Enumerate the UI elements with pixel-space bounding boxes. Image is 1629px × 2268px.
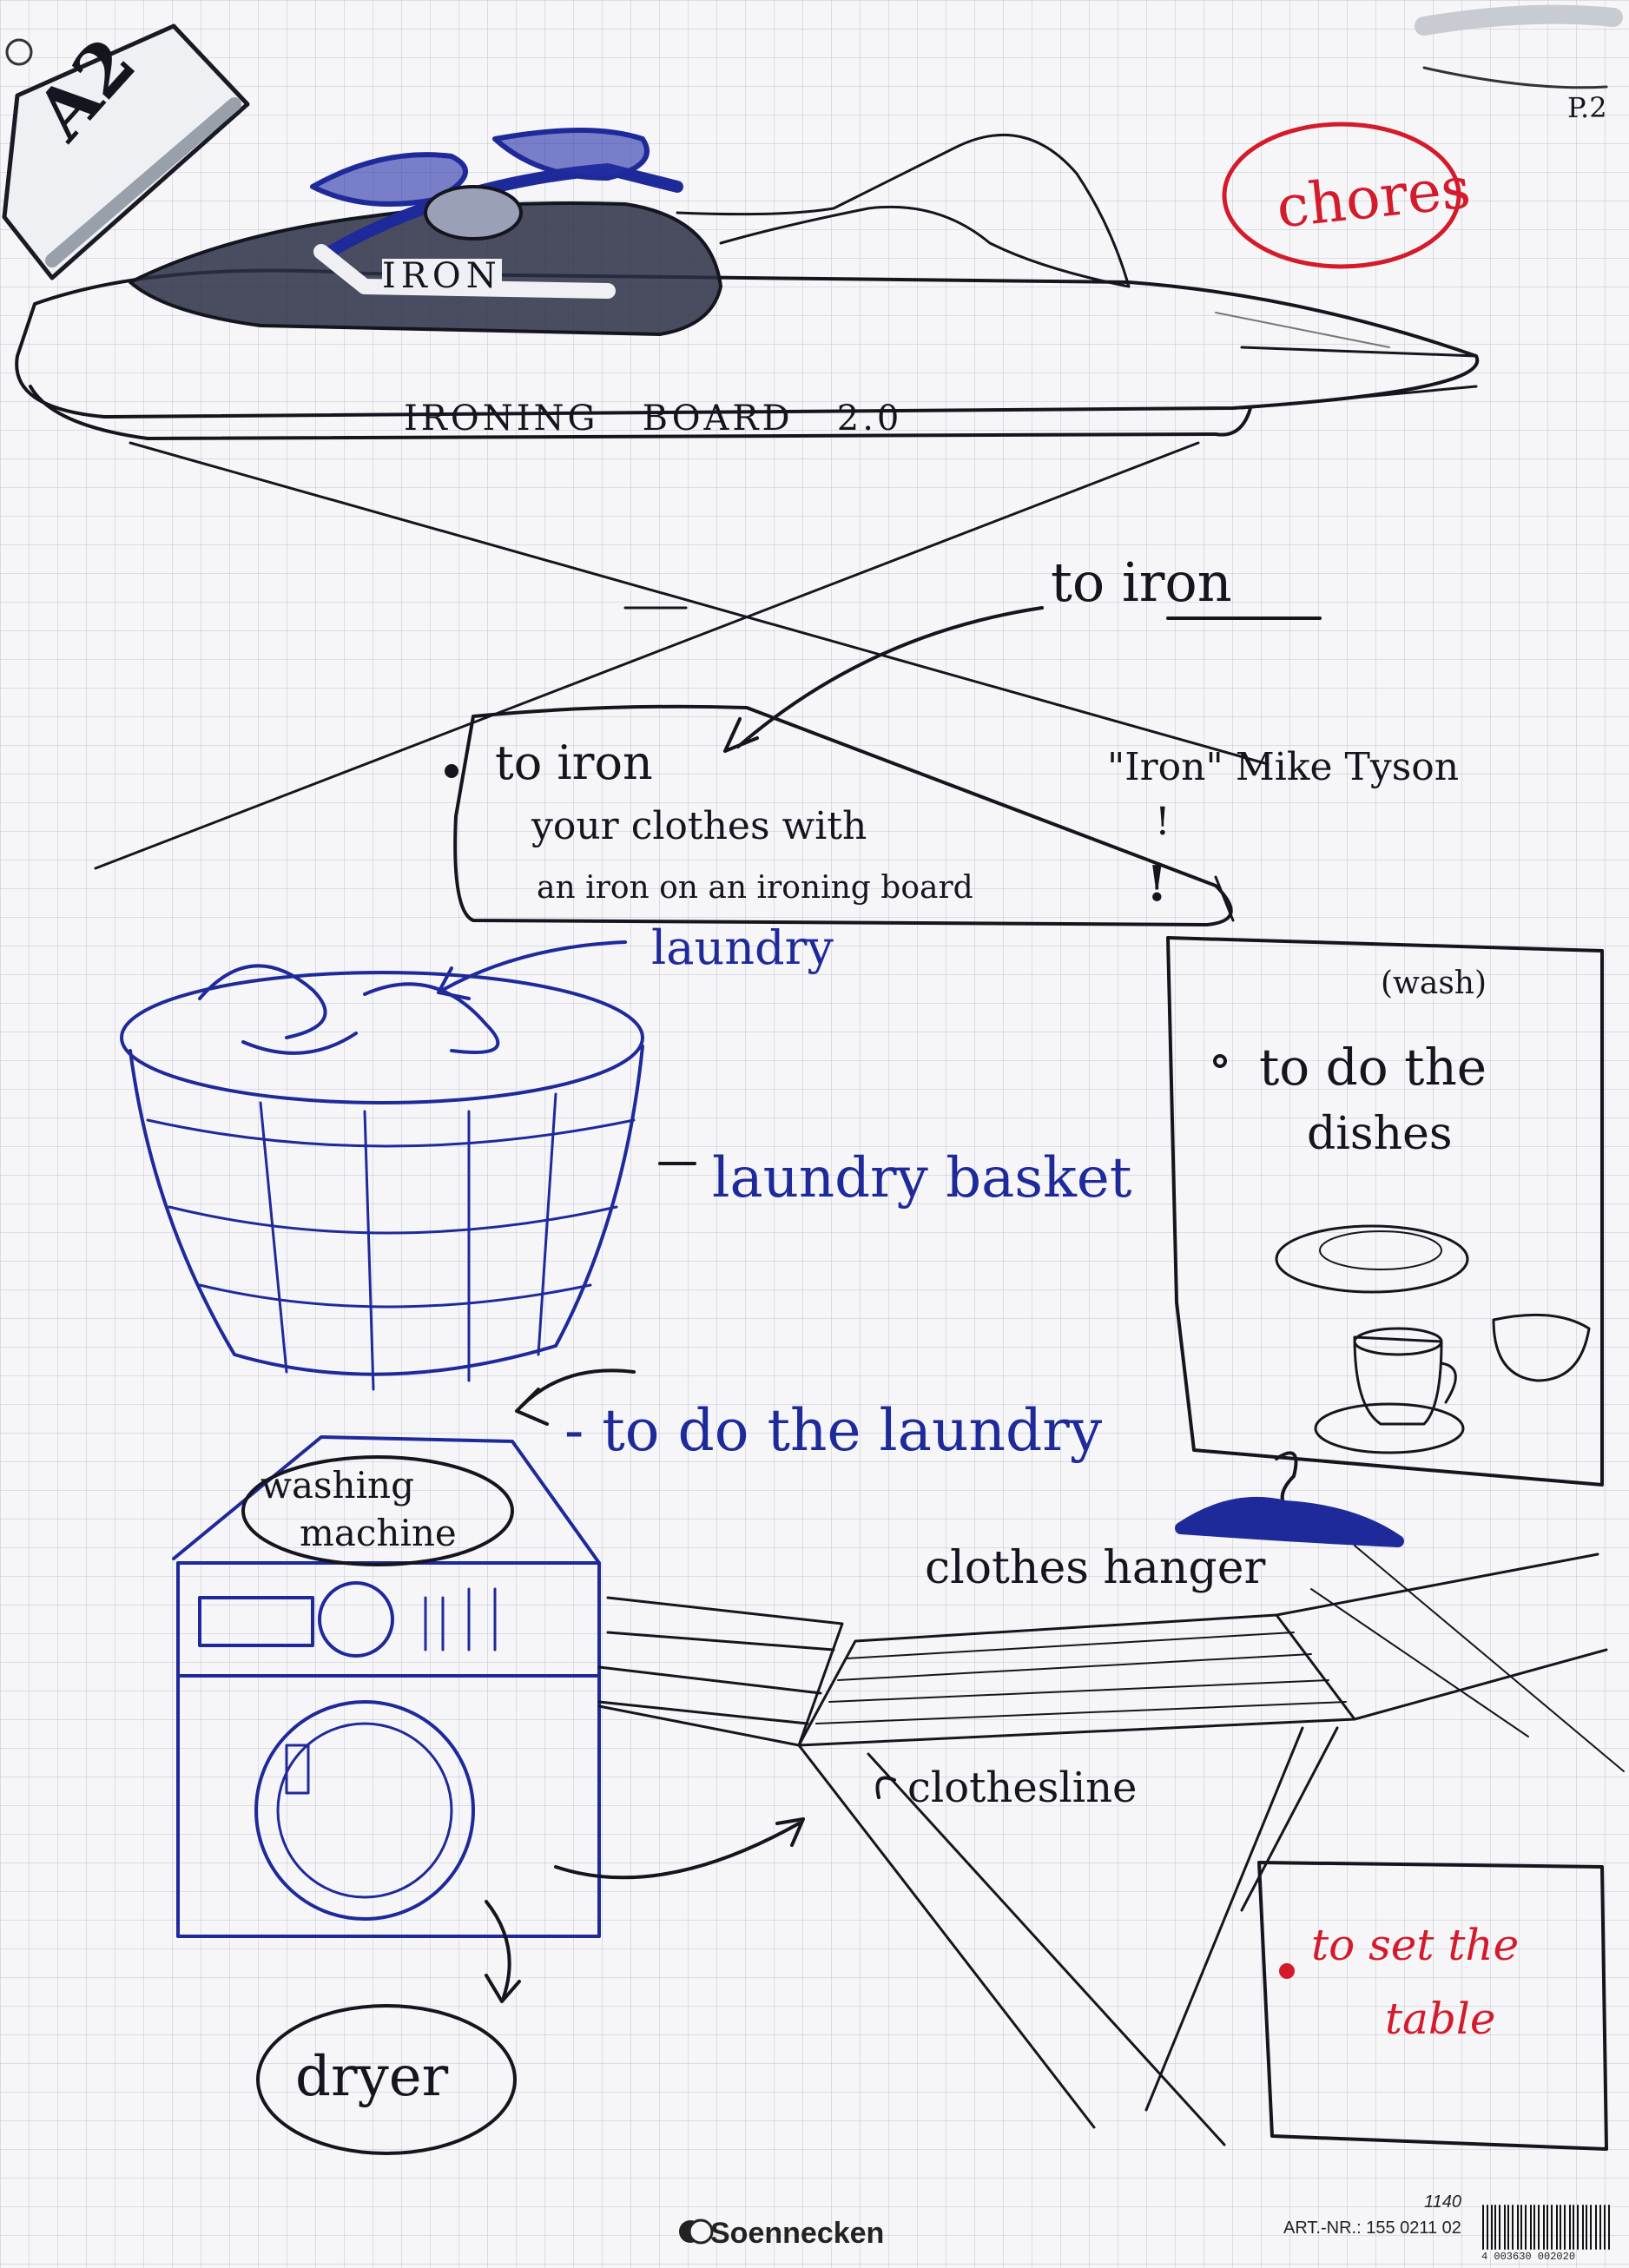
verb-heading-to-iron: to iron xyxy=(1051,551,1232,614)
dryer-circle xyxy=(256,2004,517,2155)
laundry-basket-sketch xyxy=(120,964,644,1391)
washing-machine-sketch xyxy=(172,1435,601,1938)
clothes-hanger-sketch xyxy=(1175,1451,1404,1547)
iron-label: IRON xyxy=(382,256,502,296)
page-number-redaction xyxy=(1415,4,1623,36)
product-number: 1140 xyxy=(1424,2192,1462,2212)
dryer-label: dryer xyxy=(295,2045,449,2109)
definition-line-2: an iron on an ironing board xyxy=(537,870,973,906)
laundry-label: laundry xyxy=(651,920,834,975)
arrow-to-definition xyxy=(736,606,1044,748)
barcode xyxy=(1482,2205,1610,2250)
iron-sketch xyxy=(129,128,1131,336)
definition-exclamation: ! xyxy=(1146,855,1168,913)
dishes-line-2: dishes xyxy=(1307,1108,1453,1160)
dishes-box xyxy=(1166,936,1604,1487)
brand-name: Soennecken xyxy=(710,2217,885,2250)
barcode-digits: 4 003630 002020 xyxy=(1481,2251,1576,2263)
clothesline-label: clothesline xyxy=(907,1764,1138,1812)
dishes-wash-note: (wash) xyxy=(1381,966,1487,1001)
washing-machine-label-2: machine xyxy=(300,1512,457,1554)
clothes-hanger-label: clothes hanger xyxy=(925,1542,1266,1594)
quote-exclamation: ! xyxy=(1155,800,1171,844)
arrow-to-dryer xyxy=(485,1900,511,1999)
page-number: P.2 xyxy=(1567,91,1607,124)
set-table-line-1: to set the xyxy=(1311,1920,1520,1970)
dishes-line-1: to do the xyxy=(1259,1038,1487,1097)
ironing-board-sketch xyxy=(15,268,1480,922)
do-the-laundry-label: - to do the laundry xyxy=(564,1397,1103,1464)
arrow-to-laundry xyxy=(441,940,627,992)
machine-label-circle xyxy=(241,1455,514,1566)
laundry-basket-label: laundry basket xyxy=(712,1146,1132,1210)
definition-line-1: your clothes with xyxy=(531,804,867,848)
washing-machine-label-1: washing xyxy=(261,1464,414,1507)
section-tag-sketch xyxy=(2,23,250,280)
clothesline-sketch xyxy=(597,1545,1625,2146)
set-table-line-2: table xyxy=(1385,1994,1496,2044)
set-table-box xyxy=(1257,1861,1608,2151)
title-circle xyxy=(1222,122,1461,269)
ironing-board-label: IRONING BOARD 2.0 xyxy=(404,399,903,438)
definition-verb: to iron xyxy=(495,735,653,790)
arrow-to-clothesline xyxy=(554,1822,801,1880)
definition-box-iron xyxy=(445,704,1233,926)
mike-tyson-quote: "Iron" Mike Tyson xyxy=(1107,745,1460,789)
article-number: ART.-NR.: 155 0211 02 xyxy=(1283,2219,1461,2238)
